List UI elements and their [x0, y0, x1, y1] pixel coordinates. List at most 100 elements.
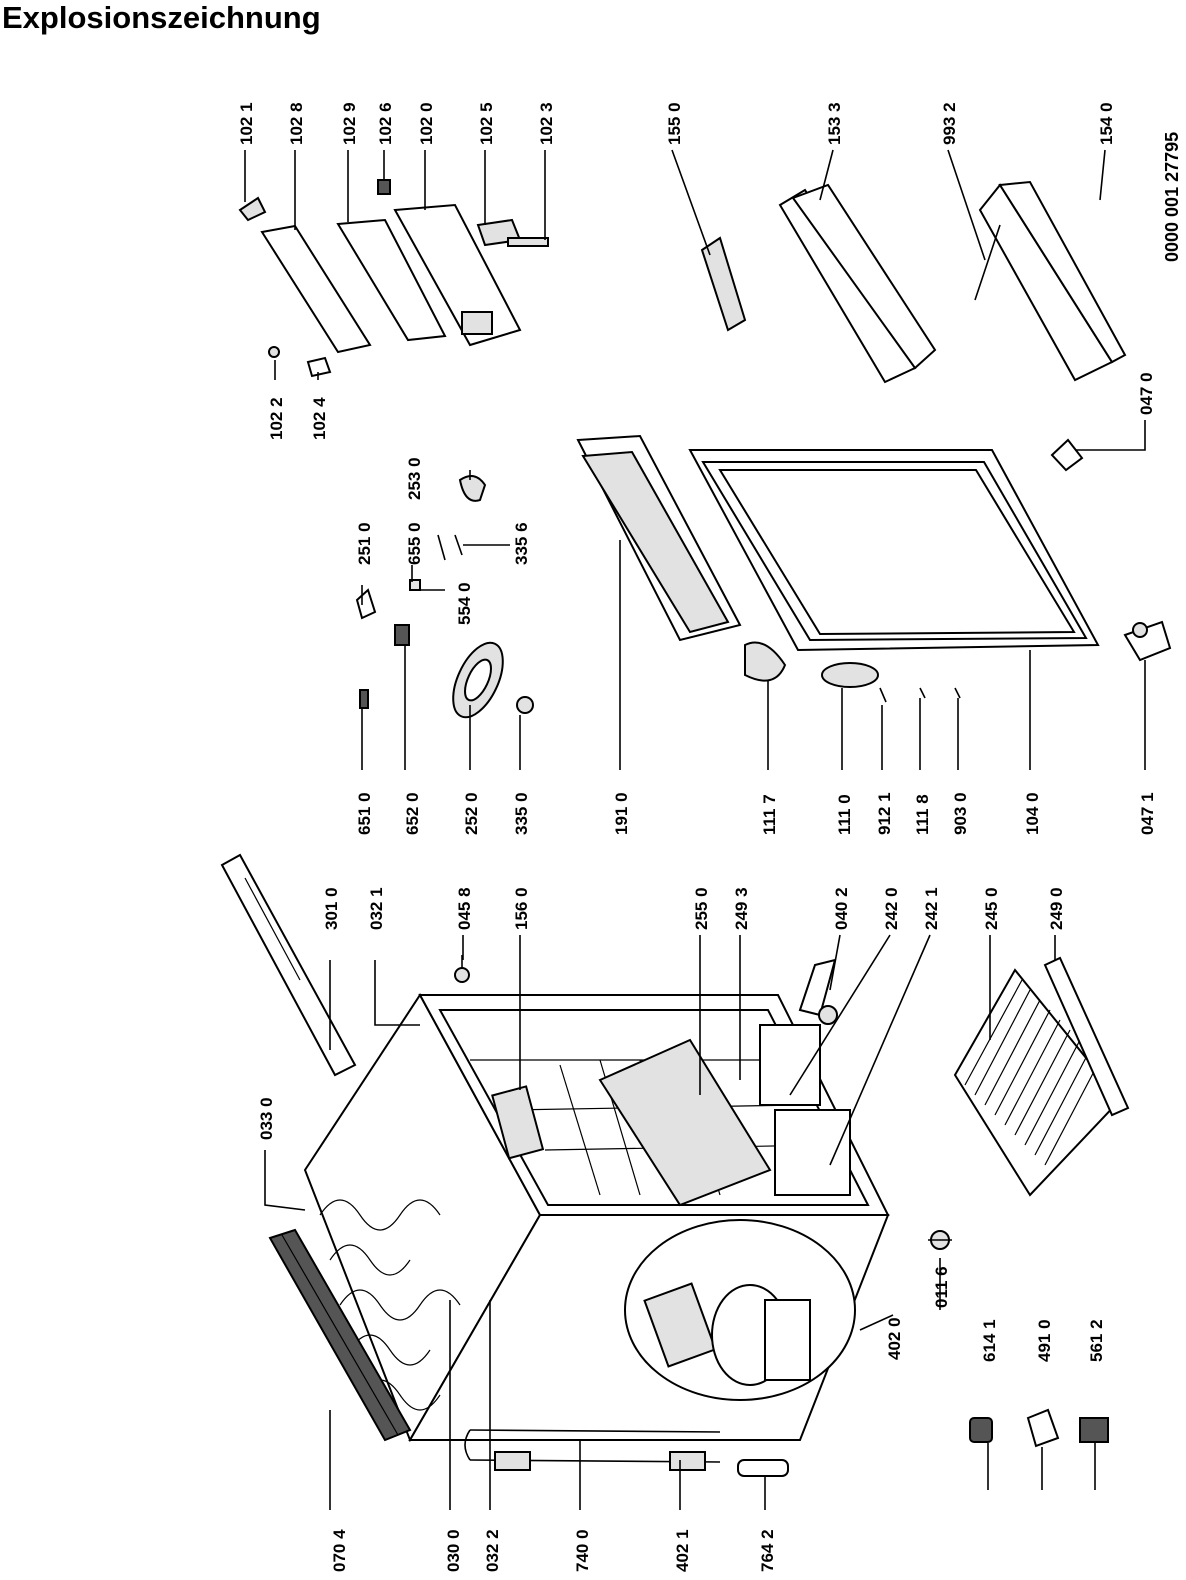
label-0330: 033 0 — [257, 1097, 276, 1140]
label-1117: 111 7 — [760, 794, 779, 835]
label-1026: 102 6 — [376, 102, 395, 145]
label-1021: 102 1 — [237, 102, 256, 145]
top-cover-strip — [220, 853, 357, 1077]
label-1533: 153 3 — [825, 102, 844, 145]
small-part-5612 — [1079, 1417, 1109, 1443]
label-7400: 740 0 — [573, 1529, 592, 1572]
door-frame — [576, 434, 742, 642]
label-5612: 561 2 — [1087, 1319, 1106, 1362]
door-shelf-upper — [778, 183, 937, 384]
label-1023: 102 3 — [537, 102, 556, 145]
label-2550: 255 0 — [692, 887, 711, 930]
label-1110: 111 0 — [835, 794, 854, 835]
label-7642: 764 2 — [758, 1529, 777, 1572]
screw-icon-9121 — [879, 687, 887, 703]
screw-icon — [454, 955, 470, 983]
label-6550: 655 0 — [405, 522, 424, 565]
small-clip-1026 — [377, 179, 391, 195]
label-1910: 191 0 — [612, 792, 631, 835]
freezer-compartment — [393, 203, 522, 347]
label-1118: 111 8 — [913, 794, 932, 835]
thermostat-housing — [452, 641, 504, 719]
label-2421: 242 1 — [922, 887, 941, 930]
label-9121: 912 1 — [875, 792, 894, 835]
condenser-tube — [464, 1429, 721, 1471]
label-2530: 253 0 — [405, 457, 424, 500]
label-9030: 903 0 — [951, 792, 970, 835]
label-1540: 154 0 — [1097, 102, 1116, 145]
lamp-socket-icon — [359, 689, 369, 709]
label-2450: 245 0 — [982, 887, 1001, 930]
label-6520: 652 0 — [403, 792, 422, 835]
label-1040: 104 0 — [1023, 792, 1042, 835]
label-0300: 030 0 — [444, 1529, 463, 1572]
label-0470: 047 0 — [1137, 372, 1156, 415]
label-0116: 011 6 — [932, 1266, 951, 1308]
label-4020: 402 0 — [885, 1317, 904, 1360]
label-0322: 032 2 — [483, 1529, 502, 1572]
label-1028: 102 8 — [287, 102, 306, 145]
document-code: 0000 001 27795 — [1162, 132, 1182, 262]
screw-icon-9030 — [954, 687, 961, 699]
label-3010: 301 0 — [322, 887, 341, 930]
door-panel — [688, 449, 1100, 652]
small-clip-2510 — [355, 588, 377, 620]
adjustable-foot-icon — [928, 1230, 952, 1250]
label-1020: 102 0 — [417, 102, 436, 145]
label-6510: 651 0 — [355, 792, 374, 835]
hinge-icon — [798, 958, 838, 1025]
label-4910: 491 0 — [1035, 1319, 1054, 1362]
label-1560: 156 0 — [512, 887, 531, 930]
label-0321: 032 1 — [367, 887, 386, 930]
label-0704: 070 4 — [330, 1529, 349, 1572]
label-1022: 102 2 — [267, 397, 286, 440]
label-3350: 335 0 — [512, 792, 531, 835]
ventilation-grille — [268, 1228, 412, 1442]
label-0458: 045 8 — [455, 887, 474, 930]
label-2420: 242 0 — [882, 887, 901, 930]
door-handle — [821, 662, 879, 688]
top-hinge-icon — [1050, 438, 1084, 472]
page-title: Explosionszeichnung — [2, 0, 321, 35]
drier-filter — [737, 1459, 789, 1477]
refrigerator-cabinet — [303, 993, 890, 1443]
bottle-retainer-icon — [974, 224, 1001, 301]
label-0471: 047 1 — [1138, 792, 1157, 835]
knob-icon — [516, 696, 534, 714]
small-clip-1023 — [507, 237, 549, 247]
small-clip-5540 — [409, 579, 421, 591]
label-6141: 614 1 — [980, 1319, 999, 1362]
thermostat-unit-icon — [394, 624, 410, 646]
door-shelf-lower — [978, 180, 1127, 382]
label-2490: 249 0 — [1047, 887, 1066, 930]
label-5540: 554 0 — [455, 582, 474, 625]
label-1025: 102 5 — [477, 102, 496, 145]
label-1024: 102 4 — [310, 397, 329, 440]
spring-icon — [437, 534, 463, 561]
label-2493: 249 3 — [732, 887, 751, 930]
shelf-front-strip — [1043, 956, 1130, 1117]
label-4021: 402 1 — [673, 1529, 692, 1572]
handle-end-cap — [744, 641, 787, 682]
screw-icon-1118 — [919, 687, 926, 699]
freezer-door-frame — [260, 224, 372, 354]
small-clip-1022 — [268, 346, 280, 358]
label-9932: 993 2 — [940, 102, 959, 145]
label-1550: 155 0 — [665, 102, 684, 145]
egg-tray — [700, 236, 747, 332]
label-3356: 335 6 — [512, 522, 531, 565]
label-0402: 040 2 — [832, 887, 851, 930]
small-part-4910 — [1026, 1408, 1060, 1448]
small-clip-1024 — [306, 356, 332, 378]
small-clip-1021 — [238, 196, 267, 222]
leader-lines — [244, 149, 1146, 1510]
label-2520: 252 0 — [462, 792, 481, 835]
label-1029: 102 9 — [340, 102, 359, 145]
bottom-hinge-icon — [1123, 620, 1172, 662]
small-part-6141 — [969, 1417, 993, 1443]
bracket-icon-2530 — [458, 475, 487, 502]
part-labels: 070 4 030 0 032 2 740 0 402 1 764 2 033 … — [237, 102, 1182, 1572]
label-2510: 251 0 — [355, 522, 374, 565]
wire-shelf — [953, 968, 1122, 1197]
